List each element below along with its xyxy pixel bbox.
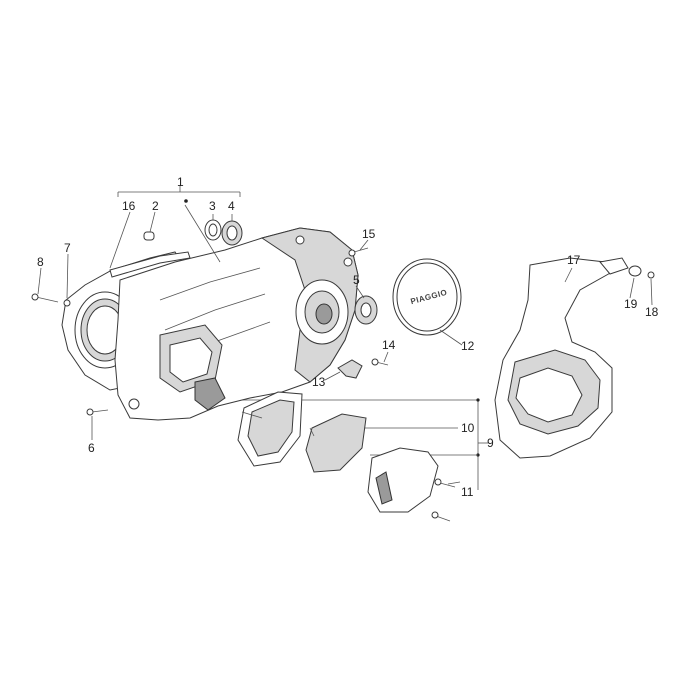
callout-6: 6	[88, 441, 95, 455]
filter-housing-9	[237, 391, 303, 467]
filter-sponge-10	[305, 413, 367, 473]
callout-8: 8	[37, 255, 44, 269]
callout-16: 16	[122, 199, 136, 213]
seal-ring-3	[204, 219, 222, 241]
screw-6	[86, 408, 109, 416]
logo-cover-12: PIAGGIO	[392, 258, 462, 336]
dowel-pin-2	[143, 231, 155, 241]
bearing-4	[221, 220, 243, 246]
bushing-5	[354, 295, 378, 325]
callout-9: 9	[487, 436, 494, 450]
callout-14: 14	[382, 338, 396, 352]
screws-11	[431, 478, 456, 522]
callout-10: 10	[461, 421, 475, 435]
group-bracket-1	[117, 186, 241, 197]
leader-lines	[37, 204, 653, 485]
callout-15: 15	[362, 227, 376, 241]
washer-19	[628, 265, 642, 277]
screw-15	[348, 247, 369, 257]
callout-13: 13	[312, 375, 326, 389]
gasket-strip-16	[109, 251, 191, 278]
filter-cover-9	[367, 447, 439, 513]
callout-2: 2	[152, 199, 159, 213]
screw-18	[647, 271, 655, 279]
callout-3: 3	[209, 199, 216, 213]
callout-18: 18	[645, 305, 659, 319]
callout-19: 19	[624, 297, 638, 311]
callout-7: 7	[64, 241, 71, 255]
screw-14	[371, 358, 389, 366]
screw-8	[31, 293, 71, 307]
clip-13	[337, 359, 363, 379]
air-duct-17	[494, 257, 629, 459]
callout-5: 5	[353, 273, 360, 287]
callout-1: 1	[177, 175, 184, 189]
transmission-cover-1	[114, 227, 359, 421]
bullet-marker	[184, 199, 188, 203]
callout-11: 11	[461, 485, 474, 499]
callout-12: 12	[461, 339, 475, 353]
callout-labels: 1 16 2 3 4 7 8 6 15 5 12 14 13 10 9 11 1…	[37, 175, 659, 499]
callout-17: 17	[567, 253, 581, 267]
callout-4: 4	[228, 199, 235, 213]
